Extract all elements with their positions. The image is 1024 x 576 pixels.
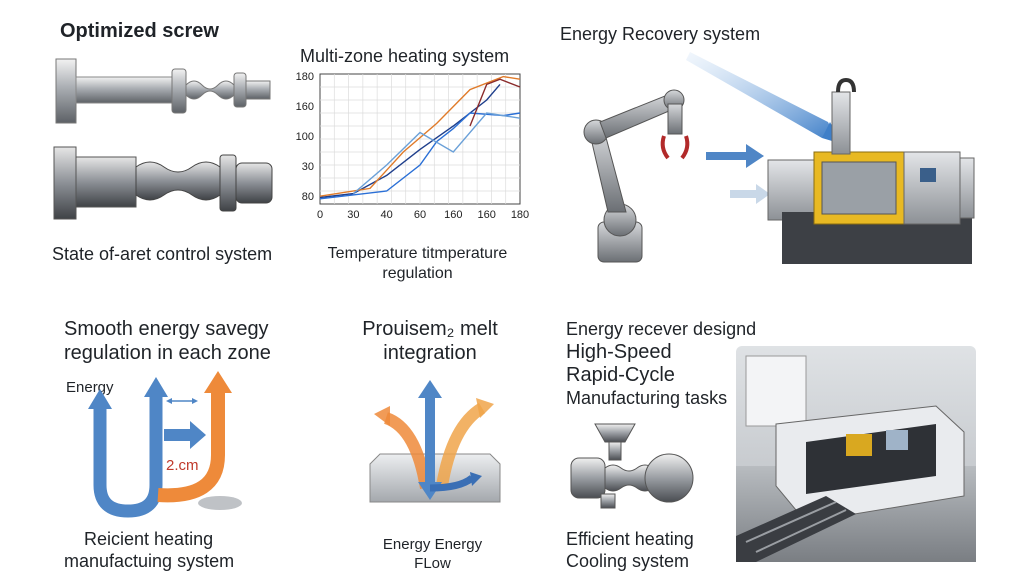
chart-caption-line2: regulation	[382, 265, 453, 282]
chart-x-tick-label: 160	[477, 209, 495, 221]
blue-arrow-into-zone	[164, 421, 206, 449]
optimized-screw-title: Optimized screw	[60, 20, 219, 42]
chart-x-tick-label: 60	[414, 209, 426, 221]
chart-x-tick-label: 180	[511, 209, 529, 221]
efficient-heating-caption: Efficient heating Cooling system	[566, 528, 694, 572]
chart-x-tick-label: 30	[347, 209, 359, 221]
chart-x-tick-label: 0	[317, 209, 323, 221]
chart-series-line-3	[469, 78, 521, 127]
high-speed-line: High-Speed	[566, 341, 672, 363]
chart-caption-line1: Temperature titmperature	[327, 245, 508, 262]
chart-y-tick-label: 80	[302, 191, 314, 203]
energy-flow-line1: Energy Energy	[382, 536, 483, 553]
faded-arrow-right	[730, 184, 770, 204]
chart-x-tick-label: 160	[444, 209, 462, 221]
chart-series-line-0	[319, 83, 501, 199]
chart-y-tick-label: 160	[296, 101, 314, 113]
robot-and-molding-machine	[583, 52, 975, 264]
melt-integration-title: Prouisem₂ melt integration	[340, 317, 520, 365]
blue-arrow-right	[706, 144, 764, 168]
smooth-energy-title-line2: regulation in each zone	[64, 342, 271, 364]
factory-production-line-photo	[736, 346, 976, 562]
injection-molding-machine	[767, 77, 975, 264]
efficient-heating-line2: Cooling system	[566, 551, 690, 571]
smooth-energy-title-line1: Smooth energy savegy	[64, 318, 269, 340]
screw-illustration	[53, 58, 273, 220]
rapid-cycle-line: Rapid-Cycle	[566, 364, 675, 386]
orange-heat-arrow	[157, 389, 225, 503]
energy-recever-block: Energy recever designd High-Speed Rapid-…	[566, 318, 756, 410]
chart-caption: Temperature titmperature regulation	[300, 244, 535, 284]
chart-y-tick-label: 30	[302, 161, 314, 173]
reicient-heating-line2: manufactuing system	[64, 551, 235, 571]
chart-series-line-4	[352, 112, 521, 195]
smooth-energy-title: Smooth energy savegy regulation in each …	[64, 317, 271, 365]
energy-flow-caption: Energy Energy FLow	[370, 535, 495, 573]
blue-u-arrow	[93, 393, 163, 518]
robot-arm	[583, 89, 690, 263]
chart-y-tick-label: 180	[296, 71, 314, 83]
chart-title: Multi-zone heating system	[300, 46, 510, 66]
chart-x-tick-label: 40	[381, 209, 393, 221]
melt-integration-line2: integration	[383, 342, 477, 364]
measure-label: 2.cm	[166, 457, 199, 474]
energy-recever-line1: Energy recever designd	[566, 319, 757, 339]
reicient-heating-caption: Reicient heating manufactuing system	[64, 528, 234, 572]
heating-line-chart: 180 160 100 30 800 30 40 60 160 160 180	[296, 71, 530, 221]
energy-recovery-title: Energy Recovery system	[560, 24, 761, 44]
energy-flow-diagram	[88, 371, 242, 518]
reicient-heating-line1: Reicient heating	[84, 529, 214, 549]
manufacturing-tasks-line: Manufacturing tasks	[566, 388, 728, 408]
energy-beam-arrow	[686, 52, 834, 138]
small-screw-illustration	[570, 423, 694, 509]
chart-series-line-1	[319, 75, 521, 197]
energy-flow-line2: FLow	[414, 555, 451, 572]
melt-integration-line1: Prouisem₂ melt	[362, 318, 498, 340]
control-system-caption: State of-aret control system	[52, 244, 273, 264]
efficient-heating-line1: Efficient heating	[566, 529, 694, 549]
chart-y-tick-label: 100	[296, 131, 314, 143]
melt-flow-diagram	[369, 380, 501, 503]
